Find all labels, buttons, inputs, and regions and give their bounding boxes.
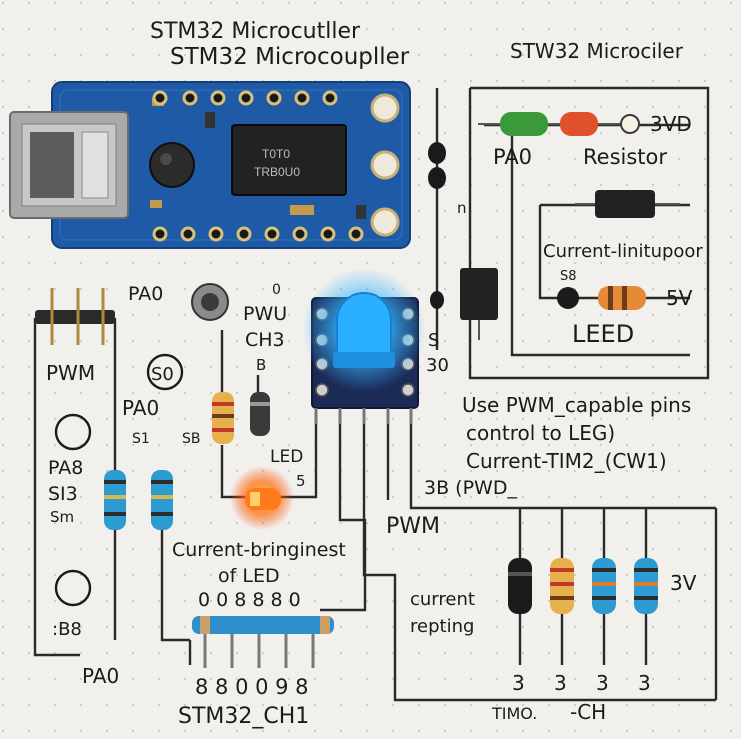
usb-connector — [9, 111, 129, 219]
label-current-brightness: Current-bringinest — [172, 539, 346, 561]
button-circle-bottom — [54, 569, 92, 607]
oscillator — [149, 142, 195, 188]
label-led-mid: LED — [270, 447, 303, 467]
wiring-left-center — [33, 318, 718, 702]
title-right: STW32 Microciler — [510, 39, 684, 63]
note-line-4: 3B (PWD_ — [424, 477, 517, 499]
label-leed: LEED — [572, 320, 634, 348]
resistor-br-1 — [508, 558, 532, 614]
red-led — [230, 466, 294, 530]
resistor-mid-2 — [250, 392, 270, 436]
label-pa0-left-top: PA0 — [128, 283, 163, 305]
label-resistor: Resistor — [583, 145, 667, 169]
s0-circle — [146, 353, 184, 391]
label-3-d: 3 — [638, 671, 651, 695]
resistor-br-3 — [592, 558, 616, 614]
label-of-led: of LED — [218, 565, 280, 587]
label-30: 30 — [426, 355, 449, 376]
label-0: 0 — [272, 282, 281, 298]
label-current-limit: Current-linitupoor — [543, 241, 703, 262]
resistor-top-right — [478, 112, 640, 136]
label-5: 5 — [296, 472, 306, 490]
label-pins-bottom-row: 8 8 0 0 9 8 — [195, 675, 309, 699]
label-s1: S1 — [132, 431, 150, 447]
label-s-right: S — [428, 330, 439, 351]
label-b: B — [256, 356, 266, 374]
label-pa8: PA8 — [48, 457, 83, 479]
label-5v: 5V — [666, 286, 693, 310]
mounting-holes — [370, 93, 400, 237]
label-current: current — [410, 589, 475, 610]
resistor-br-4 — [634, 558, 658, 614]
label-s8: S8 — [560, 269, 577, 284]
label-3-a: 3 — [512, 671, 525, 695]
label-3-b: 3 — [554, 671, 567, 695]
label-3v: 3V — [670, 571, 697, 595]
title-top: STM32 Microcutller — [150, 19, 361, 44]
title-main: STM32 Microcoupller — [170, 44, 410, 70]
resistor-bus-bottom — [192, 616, 334, 668]
label-pa0-left-mid: PA0 — [122, 396, 159, 420]
header-pin-strip-left — [35, 288, 115, 345]
mcu-chip: T0T0 TRB0U0 — [231, 124, 347, 196]
note-line-3: Current-TIM2_(CW1) — [466, 449, 667, 473]
vertical-diodes — [428, 142, 446, 309]
led-resistor-right — [557, 286, 646, 310]
label-b8: :B8 — [52, 619, 82, 640]
resistor-left-1 — [104, 470, 126, 530]
label-ch-bottom: -CH — [570, 700, 606, 724]
label-pa0-bottom: PA0 — [82, 664, 119, 688]
label-tim: TIMO. — [491, 704, 537, 723]
label-s0: S0 — [151, 364, 174, 385]
label-stm32-ch1: STM32_CH1 — [178, 704, 309, 729]
chip-text-2: TRB0U0 — [254, 165, 300, 179]
blue-led-socket — [302, 268, 426, 424]
label-sb: SB — [182, 431, 201, 447]
stm32-board: T0T0 TRB0U0 — [9, 81, 411, 249]
label-pins-top-row: 0 0 8 8 8 0 — [198, 589, 301, 611]
label-sm: Sm — [50, 508, 74, 526]
vertical-transistor — [460, 268, 498, 340]
label-pa0-right: PA0 — [493, 145, 532, 169]
label-pwm-left: PWM — [46, 361, 95, 385]
label-ch3: CH3 — [245, 329, 285, 351]
button-circle-top — [54, 413, 92, 451]
label-n: n — [457, 199, 467, 217]
chip-text-1: T0T0 — [262, 147, 290, 161]
label-si3: SI3 — [48, 483, 78, 505]
header-pins-top — [152, 90, 338, 106]
label-3vd: 3VD — [650, 112, 692, 136]
label-pwu: PWU — [243, 303, 287, 325]
header-pins-bottom — [152, 226, 364, 242]
resistor-left-2 — [151, 470, 173, 530]
transistor-right — [575, 190, 680, 218]
label-3-c: 3 — [596, 671, 609, 695]
label-pwm-center: PWM — [386, 514, 440, 539]
label-repting: repting — [410, 616, 474, 637]
resistor-mid-1 — [212, 392, 234, 444]
note-line-2: control to LEG) — [466, 421, 615, 445]
small-transistor — [191, 283, 229, 321]
resistor-br-2 — [550, 558, 574, 614]
note-line-1: Use PWM_capable pins — [462, 393, 691, 417]
